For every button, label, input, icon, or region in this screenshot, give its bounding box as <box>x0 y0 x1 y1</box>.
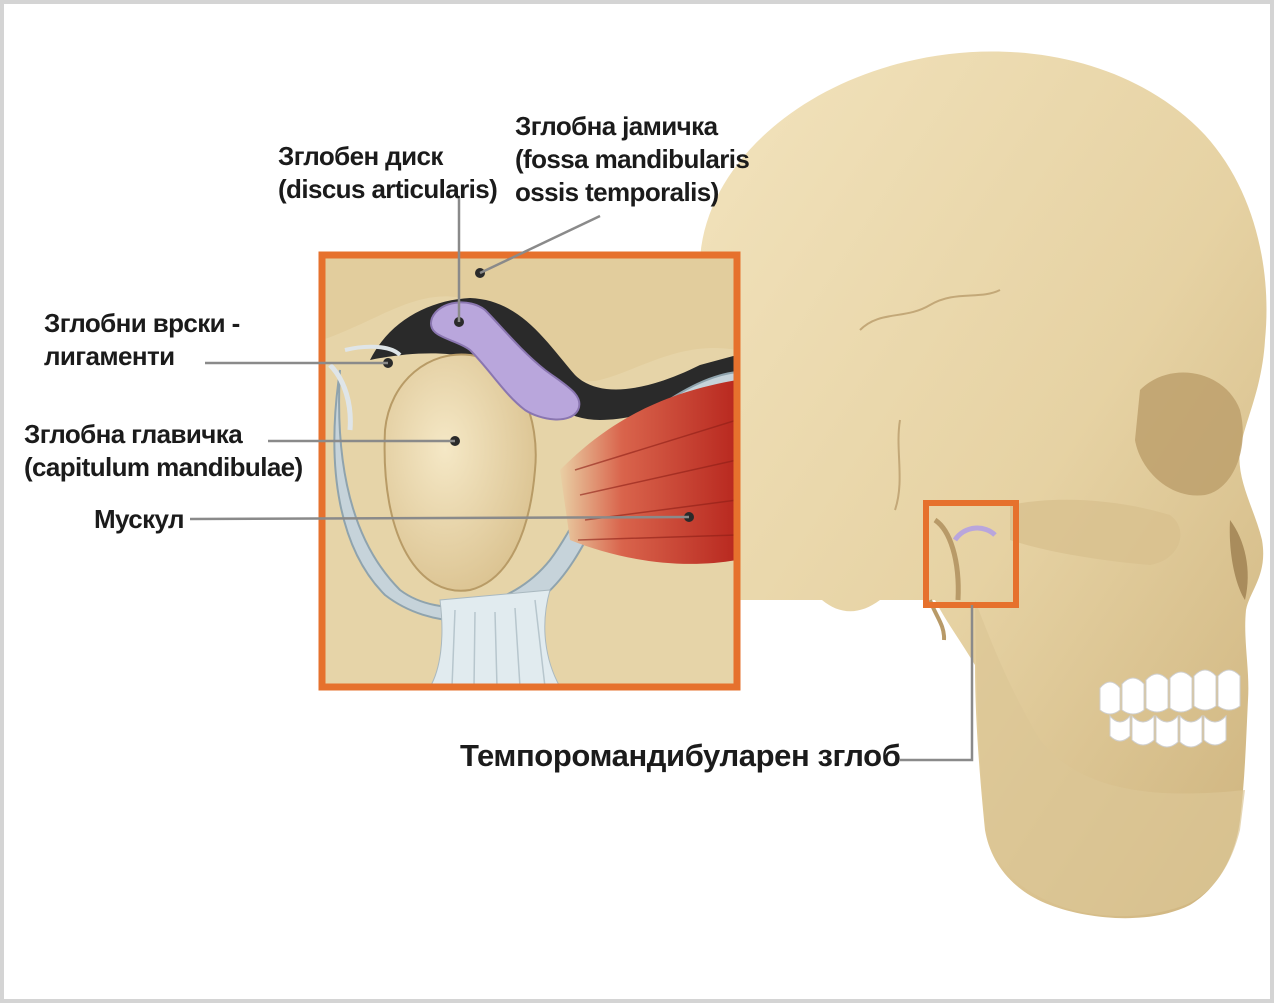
inset-detail <box>322 255 737 687</box>
label-articular-disc: Зглобен диск (discus articularis) <box>278 140 497 206</box>
label-condyle-head: Зглобна главичка (capitulum mandibulae) <box>24 418 303 484</box>
label-condyle-head-line1: Зглобна главичка <box>24 418 303 451</box>
label-articular-disc-line1: Зглобен диск <box>278 140 497 173</box>
skull <box>700 51 1267 918</box>
label-mandibular-fossa-line1: Зглобна јамичка <box>515 110 749 143</box>
label-muscle: Мускул <box>94 503 184 536</box>
label-articular-disc-line2: (discus articularis) <box>278 173 497 206</box>
label-mandibular-fossa-line2: (fossa mandibularis <box>515 143 749 176</box>
label-ligaments-line1: Зглобни врски - <box>44 307 240 340</box>
label-temporomandibular-joint: Темпоромандибуларен зглоб <box>460 739 900 772</box>
label-mandibular-fossa-line3: ossis temporalis) <box>515 176 749 209</box>
label-ligaments: Зглобни врски - лигаменти <box>44 307 240 373</box>
label-ligaments-line2: лигаменти <box>44 340 240 373</box>
label-mandibular-fossa: Зглобна јамичка (fossa mandibularis ossi… <box>515 110 749 209</box>
label-condyle-head-line2: (capitulum mandibulae) <box>24 451 303 484</box>
